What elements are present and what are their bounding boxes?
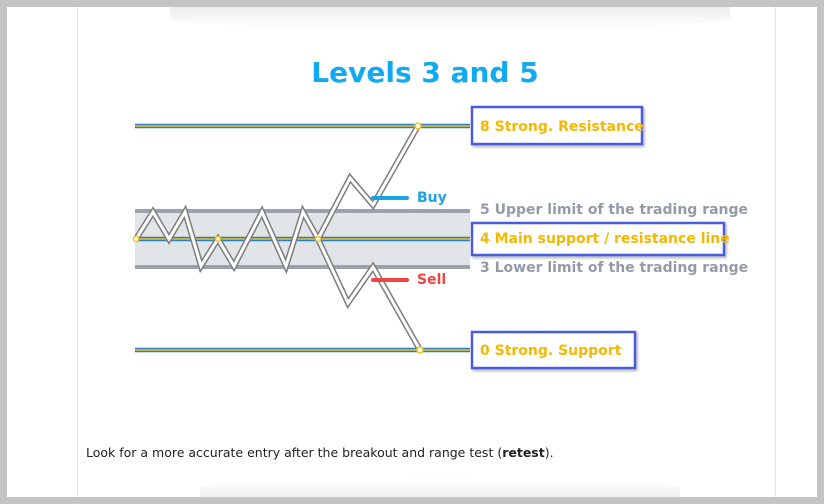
level-8-box [470,105,644,146]
sell-label: Sell [417,272,446,288]
level-4-label: 4 Main support / resistance line [480,231,730,247]
caption-text: Look for a more accurate entry after the… [86,445,554,460]
level-0-label: 0 Strong. Support [480,343,622,359]
level-5-label: 5 Upper limit of the trading range [480,202,748,218]
level-3-label: 3 Lower limit of the trading range [480,260,748,276]
touch-point-start [132,235,140,243]
bottom-shadow [200,478,680,497]
touch-point-resistance [414,122,422,130]
touch-point-support [416,346,424,354]
level-8-label: 8 Strong. Resistance [480,119,644,135]
caption-before: Look for a more accurate entry after the… [86,445,503,460]
touch-point-mid-2 [314,235,322,243]
buy-label: Buy [417,190,447,206]
caption-bold: retest [502,445,545,460]
price-path [133,123,423,353]
touch-point-mid-1 [214,235,222,243]
level-4-box [470,221,726,257]
diagram-title: Levels 3 and 5 [311,56,538,89]
level-0-box [470,330,637,370]
caption-after: ). [544,445,554,460]
top-shadow [170,7,730,29]
